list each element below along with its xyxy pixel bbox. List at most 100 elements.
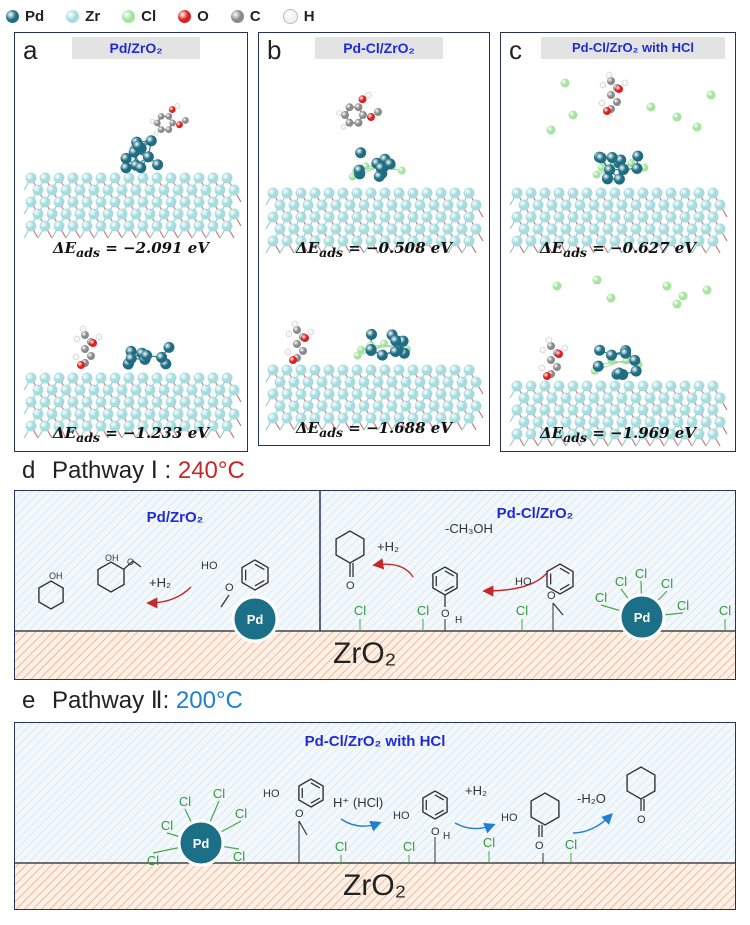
zr-atom <box>595 235 607 247</box>
zr-atom <box>470 400 482 412</box>
zr-atom <box>323 187 335 199</box>
zr-atom <box>67 220 79 232</box>
zr-atom <box>151 172 163 184</box>
zr-atom <box>95 196 107 208</box>
cl-label: Cl <box>661 576 673 591</box>
o-label: O <box>547 590 556 602</box>
o-label: O <box>295 808 304 820</box>
panel-a-top-structure <box>23 103 242 239</box>
h-label: H <box>443 831 450 842</box>
zr-atom <box>67 172 79 184</box>
zr-atom <box>414 376 426 388</box>
zr-atom <box>407 388 419 400</box>
zr-atom <box>463 388 475 400</box>
o-atom <box>168 106 176 113</box>
zr-atom <box>116 184 128 196</box>
zr-atom <box>309 211 321 223</box>
zr-atom <box>337 235 349 247</box>
pd-nanoparticle <box>231 595 279 643</box>
zr-atom <box>700 416 712 428</box>
zr-atom <box>693 428 705 440</box>
guaiacol <box>298 778 324 808</box>
zr-atom <box>137 420 149 432</box>
zr-atom <box>228 208 240 220</box>
zr-atom <box>109 172 121 184</box>
zr-atom <box>351 412 363 424</box>
ho-label: HO <box>393 810 410 822</box>
zr-atom <box>609 235 621 247</box>
zr-atom <box>60 184 72 196</box>
zr-atom <box>365 364 377 376</box>
zr-atom <box>228 184 240 196</box>
c-atom <box>613 98 621 106</box>
zr-atom <box>672 416 684 428</box>
zr-atom <box>351 388 363 400</box>
zr-atom-icon <box>66 9 80 23</box>
zr-atom <box>623 211 635 223</box>
zr-atom <box>53 420 65 432</box>
zr-atom <box>609 428 621 440</box>
zr-atom <box>281 187 293 199</box>
zr-atom <box>207 372 219 384</box>
zr-atom <box>518 392 530 404</box>
zr-atom <box>511 211 523 223</box>
cl-label: Cl <box>677 598 689 613</box>
o-atom <box>367 113 375 121</box>
pathway-1-label: Pathway Ⅰ : <box>52 457 178 484</box>
zr-atom <box>88 184 100 196</box>
zr-atom <box>281 412 293 424</box>
zr-atom <box>88 384 100 396</box>
zr-atom <box>588 416 600 428</box>
zr-atom <box>679 404 691 416</box>
zr-atom <box>539 380 551 392</box>
zr-atom <box>707 211 719 223</box>
zr-atom <box>123 172 135 184</box>
zr-atom <box>207 196 219 208</box>
zr-atom <box>95 220 107 232</box>
h-atom <box>149 118 155 124</box>
h-atom <box>336 110 342 116</box>
zr-atom <box>81 420 93 432</box>
zr-atom <box>435 235 447 247</box>
panel-b-title: Pd-Cl/ZrO₂ <box>315 37 443 59</box>
zr-atom <box>637 187 649 199</box>
zr-atom <box>25 172 37 184</box>
zr-atom <box>144 384 156 396</box>
pd-label: Pd <box>247 612 264 627</box>
zr-atom <box>637 380 649 392</box>
panel-c-top-structure <box>509 71 728 254</box>
c-atom-icon <box>230 9 244 23</box>
pd-atom <box>604 164 616 176</box>
c-atom <box>165 112 173 120</box>
zr-atom <box>609 404 621 416</box>
zr-atom <box>525 235 537 247</box>
zr-atom <box>274 376 286 388</box>
pd-label: Pd <box>634 610 651 625</box>
pd-atom <box>163 341 175 353</box>
zr-atom <box>81 172 93 184</box>
o-label: O <box>431 826 440 838</box>
zr-atom <box>221 372 233 384</box>
zr-atom <box>400 223 412 235</box>
zr-atom <box>602 199 614 211</box>
cl-atom <box>592 275 602 285</box>
h-atom <box>73 335 81 343</box>
zr-atom <box>172 208 184 220</box>
zr-atom <box>651 235 663 247</box>
legend-item-o: O <box>178 8 209 25</box>
zr-atom <box>714 416 726 428</box>
zr-atom <box>372 376 384 388</box>
c-atom <box>81 345 89 353</box>
zr-atom <box>186 384 198 396</box>
zr-atom <box>53 172 65 184</box>
zr-atom <box>130 208 142 220</box>
reaction-arrow <box>454 822 496 834</box>
cl-atom-icon <box>122 9 136 23</box>
zr-atom <box>179 220 191 232</box>
zr-atom <box>693 187 705 199</box>
zro2-support-region <box>15 631 735 679</box>
zr-atom <box>658 223 670 235</box>
h-atom <box>340 124 347 130</box>
zr-atom <box>281 388 293 400</box>
zr-atom <box>435 211 447 223</box>
